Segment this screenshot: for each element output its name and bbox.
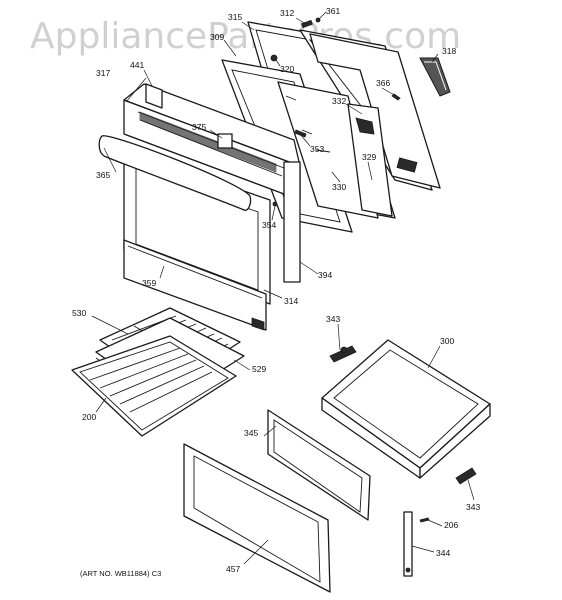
screw-366 <box>391 93 401 101</box>
callout-312: 312 <box>280 8 294 18</box>
callout-354: 354 <box>262 220 276 230</box>
drawer-glide-343-top <box>329 345 357 363</box>
callout-345: 345 <box>244 428 258 438</box>
drawer-body-300 <box>321 339 491 479</box>
callout-200: 200 <box>82 412 96 422</box>
art-number: (ART NO. WB11884) C3 <box>80 569 161 578</box>
hinge-441 <box>145 83 163 109</box>
callout-441: 441 <box>130 60 144 70</box>
callout-318: 318 <box>442 46 456 56</box>
screw-312 <box>301 19 313 29</box>
callout-320: 320 <box>280 64 294 74</box>
drawer-liner-345 <box>267 409 371 521</box>
callout-375: 375 <box>192 122 206 132</box>
callout-315: 315 <box>228 12 242 22</box>
door-glass-330 <box>277 81 379 219</box>
door-handle-365 <box>98 135 252 211</box>
callout-330: 330 <box>332 182 346 192</box>
screw-206 <box>419 517 430 523</box>
callout-457: 457 <box>226 564 240 574</box>
drawer-glide-343-bottom <box>455 467 477 485</box>
clip-353 <box>294 129 307 138</box>
callout-206: 206 <box>444 520 458 530</box>
callout-300: 300 <box>440 336 454 346</box>
drawer-rail-344 <box>403 511 413 577</box>
oven-rack-200 <box>71 335 237 437</box>
callout-labels: 315 312 361 309 318 320 317 441 366 332 … <box>72 6 480 574</box>
leader-lines <box>91 11 475 565</box>
callout-366: 366 <box>376 78 390 88</box>
callout-332: 332 <box>332 96 346 106</box>
callout-329: 329 <box>362 152 376 162</box>
callout-359: 359 <box>142 278 156 288</box>
callout-353: 353 <box>310 144 324 154</box>
callout-361: 361 <box>326 6 340 16</box>
door-liner-332 <box>347 103 393 217</box>
callout-317: 317 <box>96 68 110 78</box>
watermark-text: AppliancePartsPros.com <box>30 16 461 57</box>
callout-529: 529 <box>252 364 266 374</box>
callout-343-top: 343 <box>326 314 340 324</box>
bracket-375 <box>217 133 233 149</box>
callout-530: 530 <box>72 308 86 318</box>
callout-365: 365 <box>96 170 110 180</box>
callout-343-bottom: 343 <box>466 502 480 512</box>
callout-314: 314 <box>284 296 298 306</box>
callout-309: 309 <box>210 32 224 42</box>
door-outer-frame-317 <box>123 83 301 283</box>
screw-354 <box>272 201 278 207</box>
clip-320 <box>270 54 278 62</box>
callout-344: 344 <box>436 548 450 558</box>
callout-394: 394 <box>318 270 332 280</box>
door-gasket-318 <box>419 57 451 97</box>
drawer-front-457 <box>183 443 331 593</box>
door-bottom-trim-359 <box>123 239 267 331</box>
